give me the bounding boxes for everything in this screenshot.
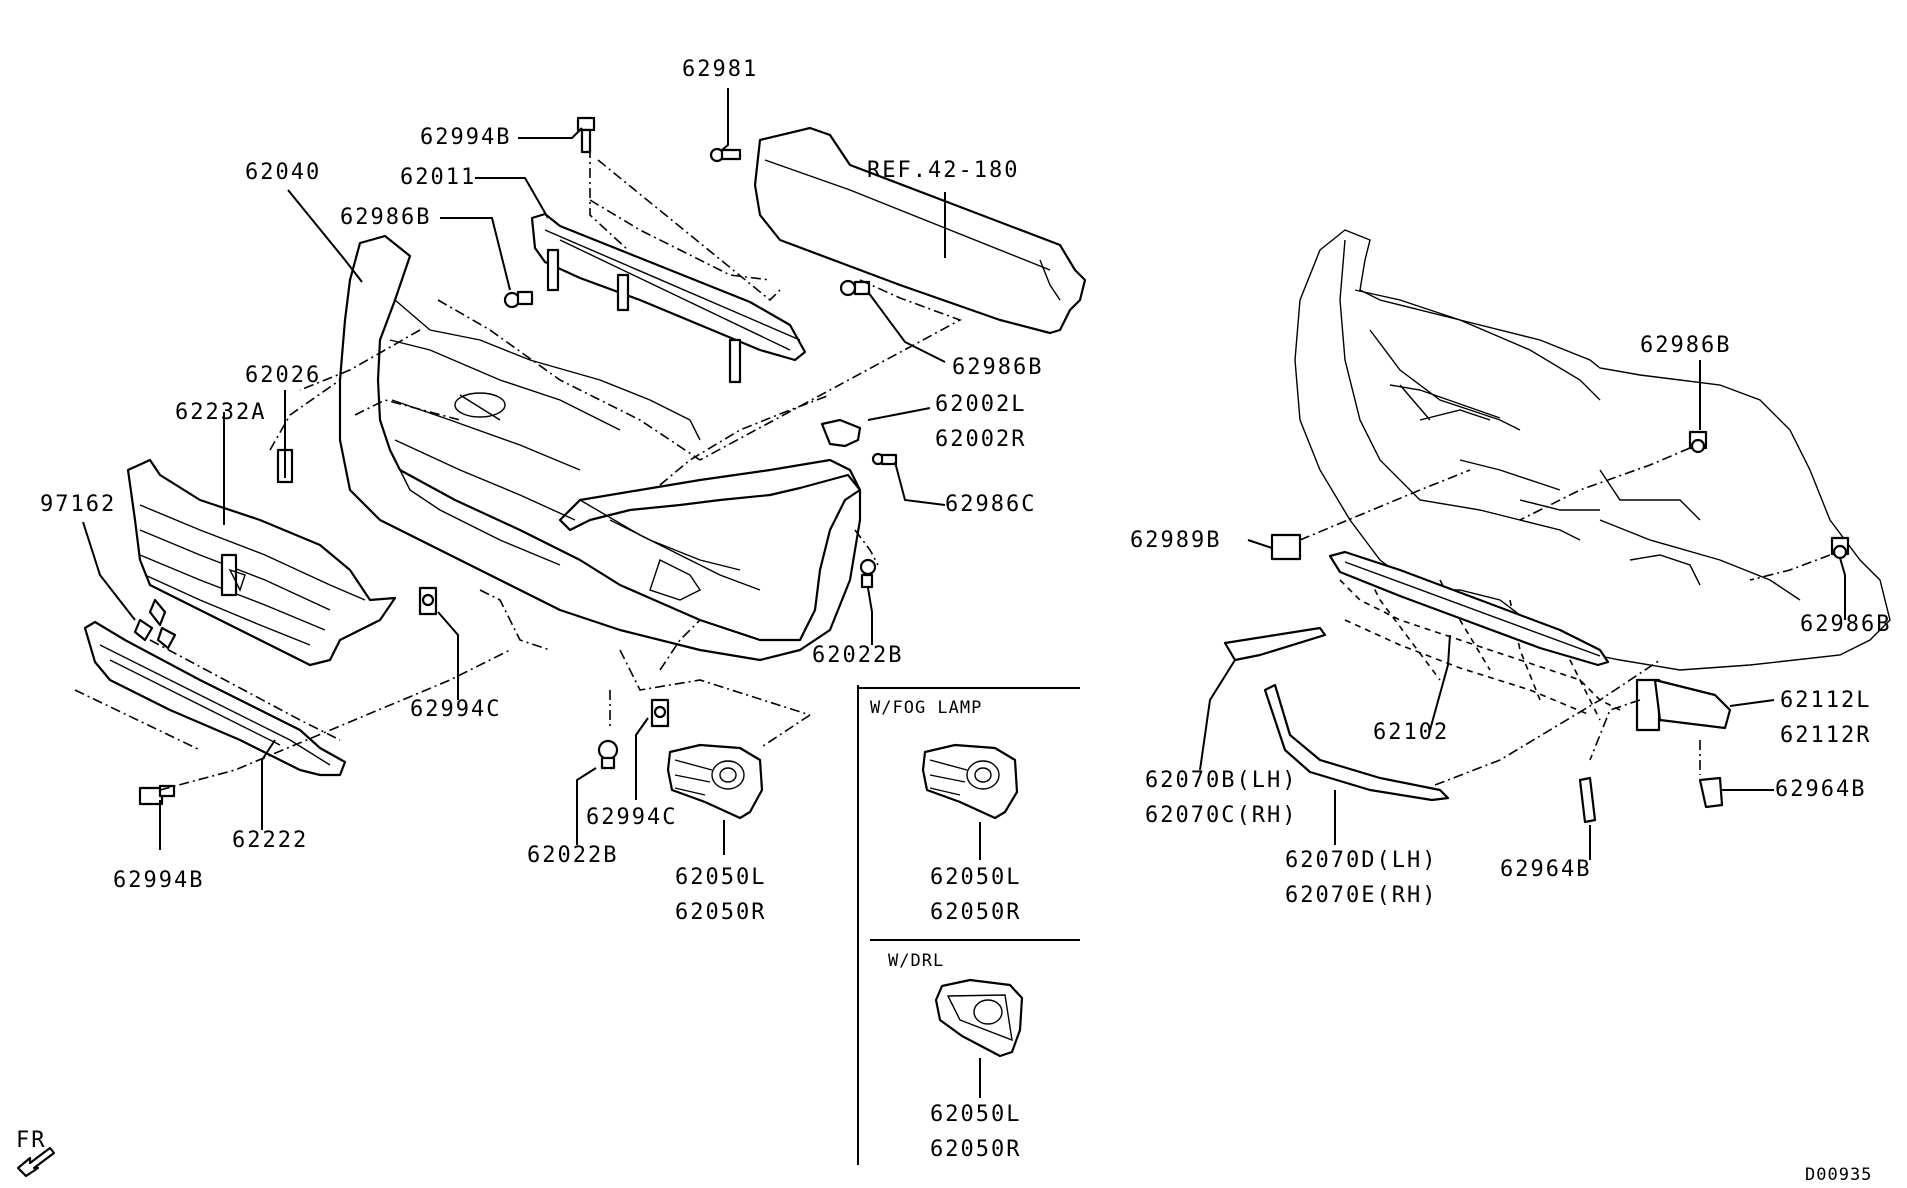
leader-lines-left [82, 88, 946, 855]
drl-box-title: W/DRL [888, 951, 945, 971]
label-62986C: 62986C [945, 492, 1037, 517]
label-62112L: 62112L [1780, 688, 1872, 713]
direction-label: FR [16, 1128, 47, 1153]
label-62994B-bottom: 62994B [113, 868, 205, 893]
label-97162: 97162 [40, 492, 117, 517]
bolt-62986B-left [503, 290, 534, 309]
drl-bezel-inset [934, 978, 1024, 1098]
label-drl-62050L: 62050L [930, 1102, 1022, 1127]
label-62070E: 62070E(RH) [1285, 883, 1438, 908]
label-62222: 62222 [232, 828, 309, 853]
front-direction-arrow [16, 1146, 56, 1178]
diagram-id: D00935 [1805, 1165, 1873, 1185]
label-fog-62050R: 62050R [930, 900, 1022, 925]
label-62964B-right: 62964B [1775, 777, 1867, 802]
label-62112R: 62112R [1780, 723, 1872, 748]
label-62022B-right: 62022B [812, 643, 904, 668]
assembly-lines-left [74, 148, 962, 791]
label-ref-42-180: REF.42-180 [867, 158, 1020, 183]
label-62011: 62011 [400, 165, 477, 190]
label-62232A: 62232A [175, 400, 267, 425]
bolt-62981 [709, 147, 742, 163]
leader-lines-right [1199, 360, 1846, 860]
label-62050L: 62050L [675, 865, 767, 890]
bolt-62994B-bottom [138, 784, 176, 806]
label-62070B: 62070B(LH) [1145, 768, 1298, 793]
right-parts [1223, 430, 1850, 824]
label-62994B-top: 62994B [420, 125, 512, 150]
clip-62022B-lower [597, 739, 619, 770]
label-62002L: 62002L [935, 392, 1027, 417]
label-62022B-lower: 62022B [527, 843, 619, 868]
label-62102: 62102 [1373, 720, 1450, 745]
grille [126, 458, 397, 667]
front-bumper-left [338, 234, 862, 662]
upper-bracket [530, 212, 807, 384]
fog-lamp-bezel-main [666, 743, 764, 820]
nut-62994C-upper [418, 586, 438, 616]
inset-box-lines [857, 685, 1080, 1165]
label-62994C-lower: 62994C [586, 805, 678, 830]
label-62986B-right-side: 62986B [1800, 612, 1892, 637]
bolt-62994B-top [576, 116, 596, 154]
label-62002R: 62002R [935, 427, 1027, 452]
clip-62022B-right [859, 558, 877, 589]
nut-62994C-lower [650, 698, 670, 728]
fasteners-left [138, 116, 898, 806]
label-62050R: 62050R [675, 900, 767, 925]
label-drl-62050R: 62050R [930, 1137, 1022, 1162]
bolt-62986C [871, 452, 898, 466]
bolt-62986B-mid [839, 279, 871, 297]
fog-lamp-bezel-inset [921, 743, 1019, 860]
label-62986B-mid: 62986B [952, 355, 1044, 380]
reinforcement-beam [753, 126, 1087, 335]
label-fog-62050L: 62050L [930, 865, 1022, 890]
bracket-62002 [820, 418, 862, 448]
emblem [133, 598, 177, 650]
label-62040: 62040 [245, 160, 322, 185]
assembly-lines-right [1299, 447, 1831, 786]
lower-grille [83, 620, 347, 777]
label-62989B: 62989B [1130, 528, 1222, 553]
label-62070D: 62070D(LH) [1285, 848, 1438, 873]
label-62994C-upper: 62994C [410, 697, 502, 722]
label-62070C: 62070C(RH) [1145, 803, 1298, 828]
fog-lamp-box-title: W/FOG LAMP [870, 698, 983, 718]
label-62964B-bottom: 62964B [1500, 857, 1592, 882]
label-62981: 62981 [682, 57, 759, 82]
label-62026: 62026 [245, 363, 322, 388]
label-62986B-left: 62986B [340, 205, 432, 230]
label-62986B-right-top: 62986B [1640, 333, 1732, 358]
